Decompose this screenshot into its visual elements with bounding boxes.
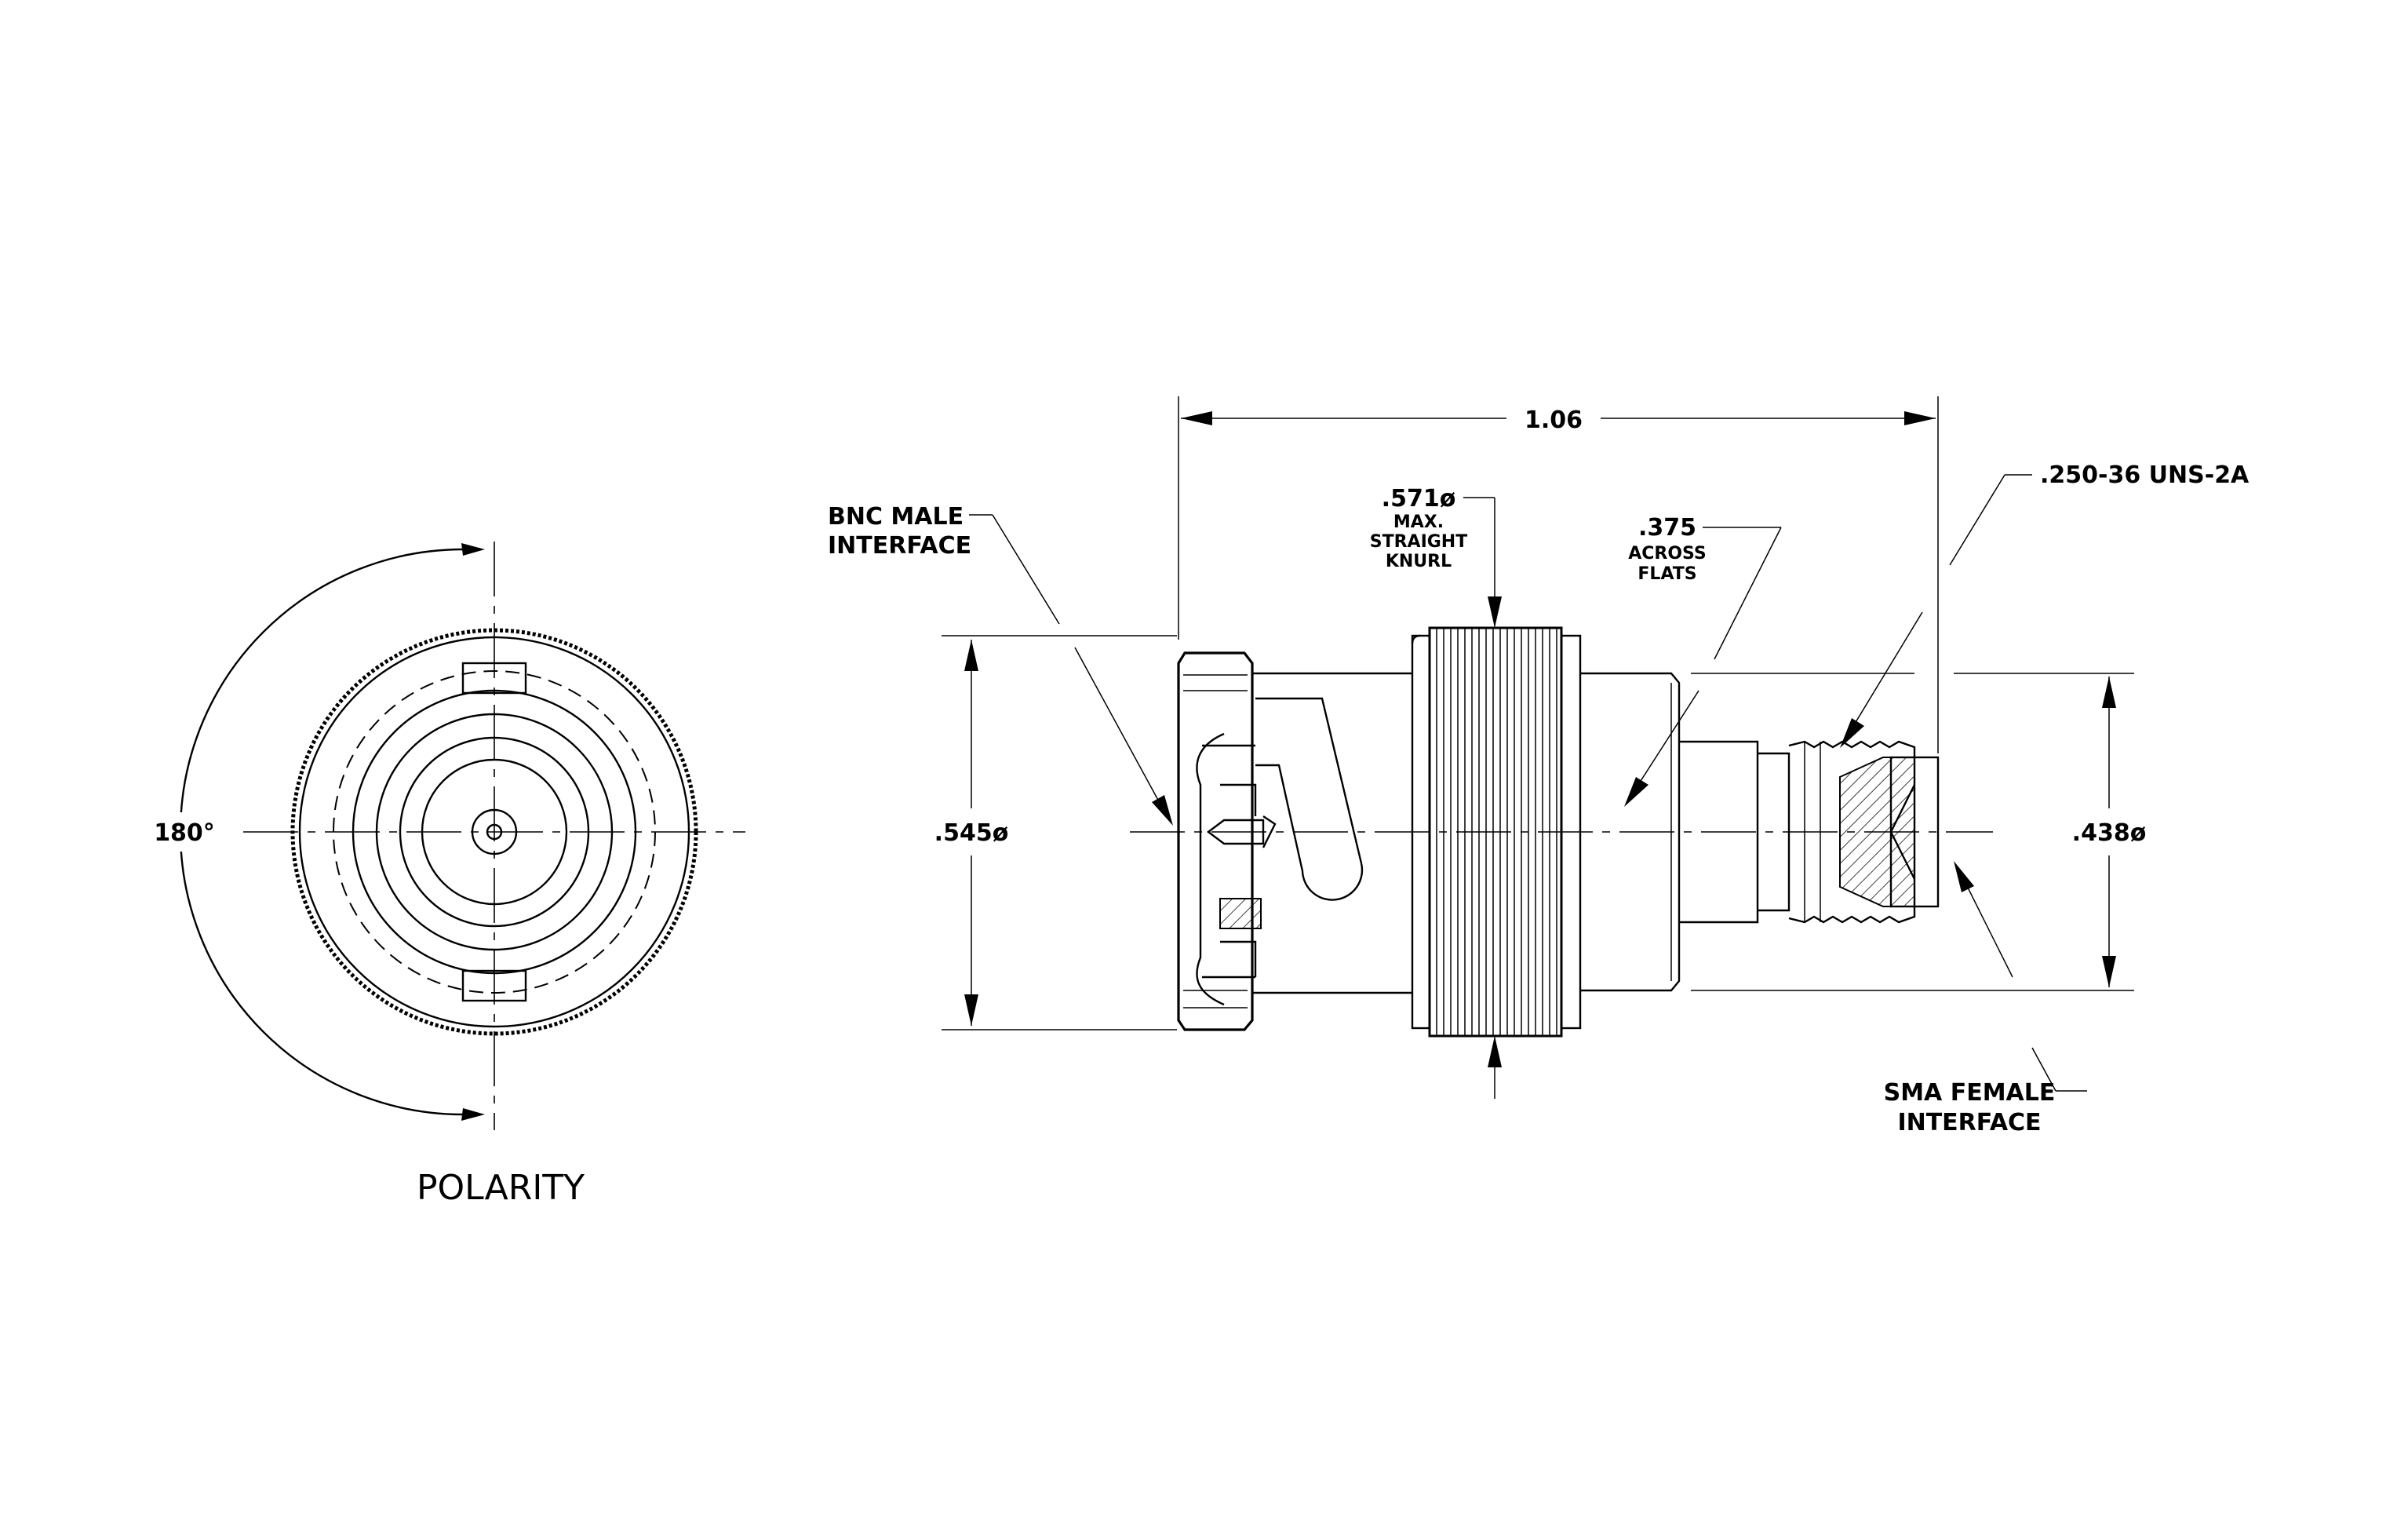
knurl-dia-label: .571ø: [1382, 485, 1456, 512]
sma-thread-section: [1788, 740, 1940, 924]
inner-ring-1: [352, 689, 637, 975]
knurl-ring: [290, 628, 698, 1036]
length-dim-label: 1.06: [1525, 407, 1583, 434]
polarity-angle-label: 180°: [154, 819, 215, 847]
bnc-interface-callout: BNC MALE INTERFACE: [828, 503, 1173, 826]
end-view: 180° POLARITY: [145, 542, 745, 1208]
sma-dia-label: .438ø: [2072, 819, 2147, 847]
flats-note-2: FLATS: [1638, 564, 1696, 584]
bayonet-stud-top: [461, 662, 527, 695]
bnc-diameter-dimension: .545ø: [934, 640, 1009, 1026]
polarity-title: POLARITY: [417, 1168, 585, 1208]
inner-ring-3: [399, 736, 590, 928]
bnc-dia-label: .545ø: [934, 819, 1009, 847]
polarity-arrow-top: [461, 543, 485, 556]
polarity-arrow-bottom: [461, 1108, 485, 1121]
length-dimension: 1.06: [1178, 396, 1939, 753]
knurl-note-3: KNURL: [1386, 552, 1452, 571]
inner-ring-2: [375, 713, 614, 951]
angle-label-bg: [145, 812, 231, 852]
knurled-coupling: [1411, 626, 1582, 1038]
flats-callout: .375 ACROSS FLATS: [1624, 514, 1782, 807]
thread-callout: .250-36 UNS-2A: [1840, 461, 2250, 748]
bnc-coupling-nut: [1177, 651, 1265, 1031]
flats-note-1: ACROSS: [1628, 544, 1707, 564]
knurl-callout: .571ø MAX. STRAIGHT KNURL: [1370, 485, 1502, 1099]
thread-label: .250-36 UNS-2A: [2040, 461, 2250, 489]
bayonet-stud-bottom: [461, 969, 527, 1002]
center-contact-ring: [471, 808, 518, 855]
sma-diameter-dimension: .438ø: [2072, 677, 2147, 987]
center-contact-pin: [486, 823, 503, 841]
bnc-interface-label-1: BNC MALE: [828, 503, 964, 531]
knurl-note-1: MAX.: [1393, 512, 1444, 532]
side-view: 1.06 .545ø .438ø BNC MALE INTERFACE: [828, 396, 2250, 1136]
bnc-body-slot: [1252, 672, 1412, 994]
sma-interface-label-2: INTERFACE: [1897, 1109, 2041, 1136]
inner-ring-4: [421, 758, 568, 906]
bnc-interface-label-2: INTERFACE: [828, 532, 971, 560]
bayonet-hidden-circle: [333, 670, 656, 994]
knurl-note-2: STRAIGHT: [1370, 532, 1467, 552]
sma-interface-callout: SMA FEMALE INTERFACE: [1884, 861, 2087, 1136]
sma-interface-label-1: SMA FEMALE: [1884, 1079, 2056, 1107]
outer-body-circle: [298, 636, 690, 1028]
flats-dim-label: .375: [1638, 514, 1696, 542]
